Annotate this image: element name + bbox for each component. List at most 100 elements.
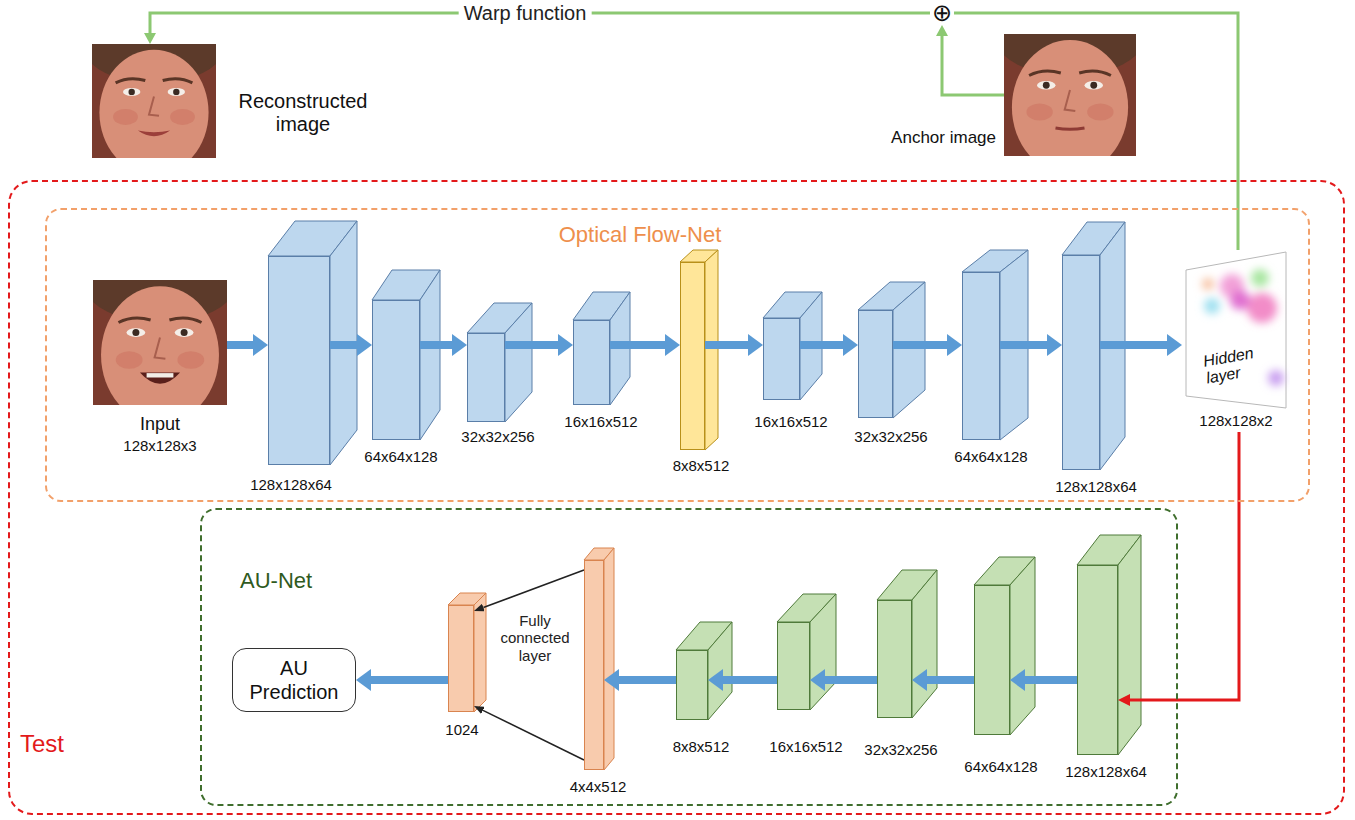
output-label: AU Prediction [239,656,349,704]
text-holder: Test [20,730,64,758]
cheek [170,109,195,125]
eye [175,328,194,337]
layer-block: 64x64x128 [962,272,1000,440]
brow [119,318,151,323]
nose [1065,90,1076,111]
edge-label: Warp function [459,2,592,25]
face-photo [92,44,216,158]
dimension-label: 64x64x128 [954,448,1027,465]
face-photo [93,280,227,405]
eye [1037,81,1055,90]
face-photo [1004,34,1136,156]
eye [168,88,185,96]
text-holder: 128x128x2 [1199,412,1272,429]
mouth [138,131,170,137]
block-side-face [810,594,836,710]
flow-arrow [927,676,974,684]
flow-arrow [705,341,748,349]
flow-arrow [954,13,1238,250]
output-box: AU Prediction [232,648,356,712]
flow-arrow [723,676,777,684]
layer-block: 16x16x512 [763,318,800,400]
image-caption: Anchor image [891,128,996,148]
text-holder: 4x4x512 [570,778,627,795]
block-side-face [705,250,718,450]
text-holder: 128x128x3 [123,437,196,454]
block-depth [448,593,486,712]
dashed-region: AU-NetAU Prediction10244x4x5128x8x51216x… [200,508,1178,806]
face-image: Reconstructed image [92,44,216,158]
dimension-label: 128x128x64 [1065,763,1147,780]
flow-blob [1204,298,1220,314]
text-holder: 16x16x512 [769,738,842,755]
face-skin [99,50,208,158]
block-side-face [330,221,357,465]
text-holder: 32x32x256 [864,741,937,758]
layer-block: 16x16x512 [777,622,810,710]
flow-arrow [420,341,452,349]
input-label: Input [140,414,180,435]
dimension-label: 32x32x256 [864,741,937,758]
text-holder: Warp function [459,2,592,25]
layer-block: 16x16x512 [573,320,610,405]
dimension-label: 128x128x64 [250,476,332,493]
layer-block: 32x32x256 [858,310,893,418]
face-image: Anchor image [1004,34,1136,156]
annotation: Fully connected layer [494,612,576,664]
block-side-face [1118,535,1141,755]
block-depth [676,622,732,720]
cheek [116,351,143,369]
text-holder: Optical Flow-Net [559,222,722,247]
block-depth [372,270,440,440]
face-skin [101,286,219,405]
teeth [147,373,174,377]
text-holder: 64x64x128 [964,758,1037,775]
block-side-face [1010,557,1035,735]
sum-symbol: ⊕ [930,1,954,25]
brow [1029,71,1061,75]
flow-arrow [893,341,947,349]
flow-arrow [1000,341,1047,349]
region-title: AU-Net [240,568,312,593]
layer-block: 1024 [448,605,474,712]
cheek [1026,104,1052,121]
flow-arrow [1100,341,1167,349]
dimension-label: 32x32x256 [461,428,534,445]
cheek [1087,104,1113,121]
text-holder: 128x128x64 [1065,763,1147,780]
brow [1079,71,1111,75]
flow-arrow [610,341,665,349]
text-holder: 128x128x64 [1055,478,1137,495]
region-title: Optical Flow-Net [559,222,722,247]
flow-blob [1247,293,1277,323]
text-holder: 8x8x512 [673,457,730,474]
layer-block: 128x128x64 [1062,255,1100,470]
face-skin [1012,40,1128,156]
brow [169,318,201,323]
block-side-face [708,622,732,720]
flow-arrow [483,570,584,608]
flow-arrow [227,341,253,349]
block-depth [268,221,357,465]
layer-block: 4x4x512 [584,560,604,770]
flow-arrow [1130,432,1239,700]
dashed-region: Test Optical Flow-NetInput 128x128x3 128x12… [8,180,1345,815]
nose [149,96,159,115]
block-side-face [420,270,440,440]
flow-arrow [825,676,877,684]
iris [1090,82,1097,89]
flow-arrow [800,341,843,349]
block-side-face [474,593,486,712]
cheek [113,109,138,125]
iris [173,89,179,95]
dimension-label: 128x128x2 [1199,412,1272,429]
layer-block: 8x8x512 [680,262,705,450]
dimension-label: 1024 [445,721,478,738]
nose [155,338,166,359]
dimension-label: 8x8x512 [673,457,730,474]
dimension-label: 32x32x256 [854,428,927,445]
block-depth [974,557,1035,735]
iris [128,89,134,95]
eye [123,88,140,96]
